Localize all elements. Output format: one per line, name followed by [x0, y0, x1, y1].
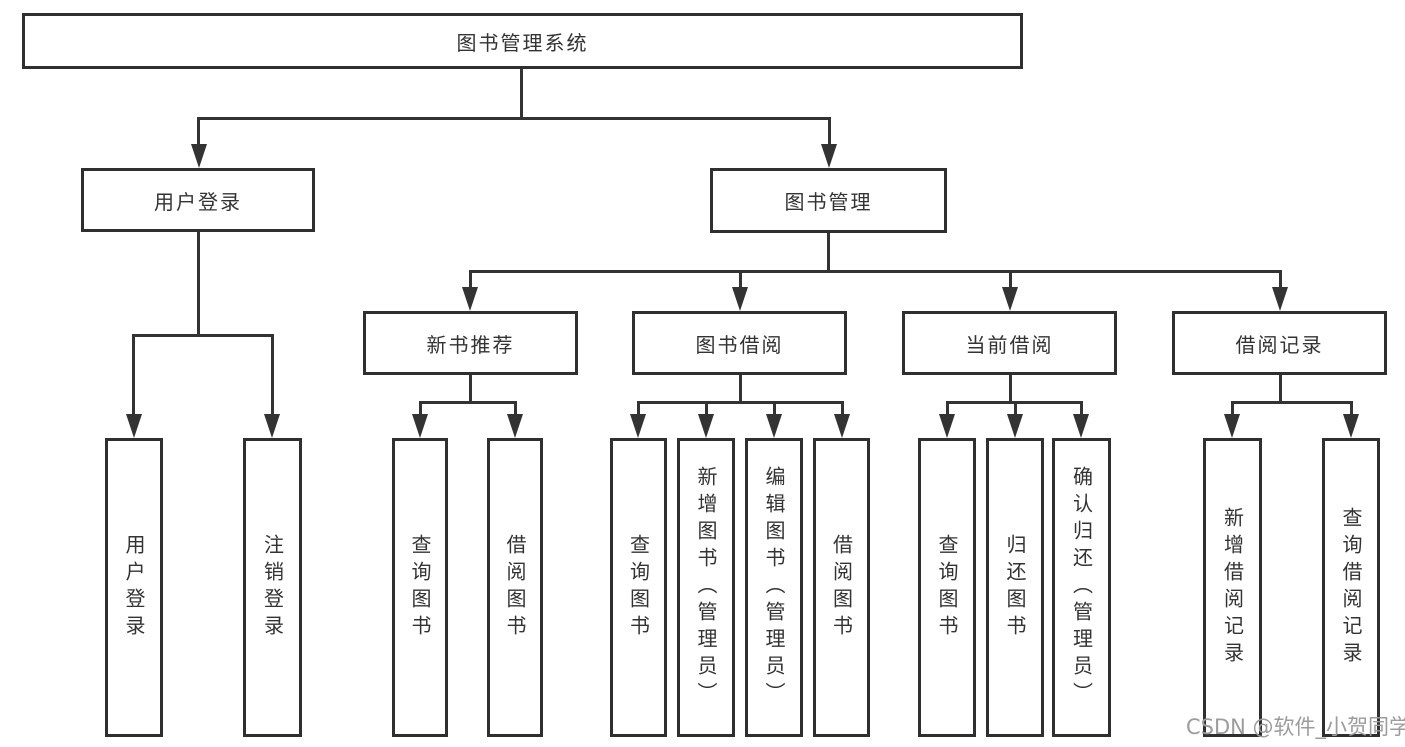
node-user-login: 用户登录	[81, 168, 315, 232]
connector-leg	[1350, 401, 1353, 416]
leaf-edit-book-admin-label: 编辑图书（管理员）	[762, 466, 786, 709]
arrow-down-icon	[507, 414, 523, 438]
connector-borrow-bar	[637, 401, 843, 404]
connector-leg-login	[132, 334, 135, 414]
connector-book-mgmt-stem	[827, 233, 830, 272]
connector-root-stem	[520, 69, 523, 117]
node-new-book-recommend-label: 新书推荐	[426, 332, 515, 357]
node-library-system: 图书管理系统	[22, 13, 1023, 69]
arrow-down-icon	[412, 414, 428, 438]
arrow-down-icon	[1002, 287, 1018, 311]
connector-new-rec-stem	[469, 375, 472, 401]
connector-leg	[514, 401, 517, 416]
node-current-borrowing-label: 当前借阅	[965, 332, 1054, 357]
leaf-query-books-borrow: 查询图书	[610, 438, 667, 737]
arrow-down-icon	[126, 414, 142, 438]
connector-leg	[1080, 401, 1083, 416]
connector-leg	[1014, 401, 1017, 416]
connector-leg	[946, 401, 949, 416]
leaf-query-borrow-record: 查询借阅记录	[1322, 438, 1380, 737]
leaf-return-books: 归还图书	[986, 438, 1044, 737]
arrow-down-icon	[1007, 414, 1023, 438]
connector-new-rec-bar	[419, 401, 516, 404]
arrow-down-icon	[264, 414, 280, 438]
connector-leg-book-mgmt	[828, 117, 831, 146]
connector-leg	[1231, 401, 1234, 416]
leaf-confirm-return-admin: 确认归还（管理员）	[1052, 438, 1111, 737]
leaf-borrow-books-recommend: 借阅图书	[487, 438, 543, 737]
leaf-borrow-books-recommend-label: 借阅图书	[503, 533, 527, 642]
connector-leg-user-login	[197, 117, 200, 146]
arrow-down-icon	[821, 144, 837, 168]
connector-leg-borrow	[739, 270, 742, 289]
connector-user-login-bar	[132, 334, 274, 337]
connector-leg	[773, 401, 776, 416]
arrow-down-icon	[834, 414, 850, 438]
connector-leg	[637, 401, 640, 416]
connector-borrow-stem	[739, 375, 742, 401]
connector-leg	[705, 401, 708, 416]
node-new-book-recommend: 新书推荐	[363, 311, 578, 375]
leaf-query-books-recommend-label: 查询图书	[408, 533, 432, 642]
leaf-add-borrow-record: 新增借阅记录	[1203, 438, 1262, 737]
connector-current-stem	[1009, 375, 1012, 401]
arrow-down-icon	[1073, 414, 1089, 438]
arrow-down-icon	[698, 414, 714, 438]
arrow-down-icon	[462, 287, 478, 311]
leaf-borrow-books: 借阅图书	[813, 438, 870, 737]
node-user-login-label: 用户登录	[154, 189, 242, 214]
connector-records-bar	[1231, 401, 1352, 404]
node-current-borrowing: 当前借阅	[902, 311, 1117, 375]
arrow-down-icon	[1224, 414, 1240, 438]
connector-leg-current	[1009, 270, 1012, 289]
arrow-down-icon	[939, 414, 955, 438]
leaf-edit-book-admin: 编辑图书（管理员）	[745, 438, 803, 737]
leaf-return-books-label: 归还图书	[1003, 533, 1027, 642]
node-borrow-records: 借阅记录	[1172, 311, 1387, 375]
connector-records-stem	[1279, 375, 1282, 401]
arrow-down-icon	[732, 287, 748, 311]
node-book-management: 图书管理	[710, 168, 947, 233]
connector-user-login-stem	[197, 232, 200, 334]
arrow-down-icon	[1343, 414, 1359, 438]
connector-level2-bar	[469, 270, 1281, 273]
csdn-watermark: CSDN @软件_小贺同学	[1186, 715, 1405, 739]
leaf-confirm-return-admin-label: 确认归还（管理员）	[1069, 466, 1094, 709]
connector-level1-bar	[198, 117, 831, 120]
leaf-user-login-label: 用户登录	[122, 533, 146, 642]
leaf-logout: 注销登录	[243, 438, 302, 737]
leaf-add-book-admin-label: 新增图书（管理员）	[694, 466, 718, 709]
leaf-query-borrow-record-label: 查询借阅记录	[1339, 506, 1363, 669]
arrow-down-icon	[766, 414, 782, 438]
node-book-borrowing-label: 图书借阅	[695, 332, 784, 357]
node-library-system-label: 图书管理系统	[456, 30, 589, 55]
node-book-management-label: 图书管理	[784, 190, 873, 214]
arrow-down-icon	[630, 414, 646, 438]
node-book-borrowing: 图书借阅	[632, 311, 847, 375]
leaf-query-books-recommend: 查询图书	[392, 438, 448, 737]
connector-leg-records	[1279, 270, 1282, 289]
leaf-borrow-books-label: 借阅图书	[829, 533, 854, 642]
leaf-query-books-current-label: 查询图书	[935, 533, 959, 642]
arrow-down-icon	[1272, 287, 1288, 311]
connector-leg-new-rec	[469, 270, 472, 289]
connector-leg	[419, 401, 422, 416]
leaf-add-book-admin: 新增图书（管理员）	[677, 438, 735, 737]
leaf-add-borrow-record-label: 新增借阅记录	[1220, 506, 1245, 669]
leaf-logout-label: 注销登录	[260, 533, 285, 642]
node-borrow-records-label: 借阅记录	[1235, 332, 1324, 357]
connector-leg-logout	[271, 334, 274, 414]
leaf-user-login: 用户登录	[105, 438, 163, 737]
leaf-query-books-current: 查询图书	[918, 438, 976, 737]
arrow-down-icon	[191, 144, 207, 168]
leaf-query-books-borrow-label: 查询图书	[626, 533, 651, 642]
connector-leg	[841, 401, 844, 416]
